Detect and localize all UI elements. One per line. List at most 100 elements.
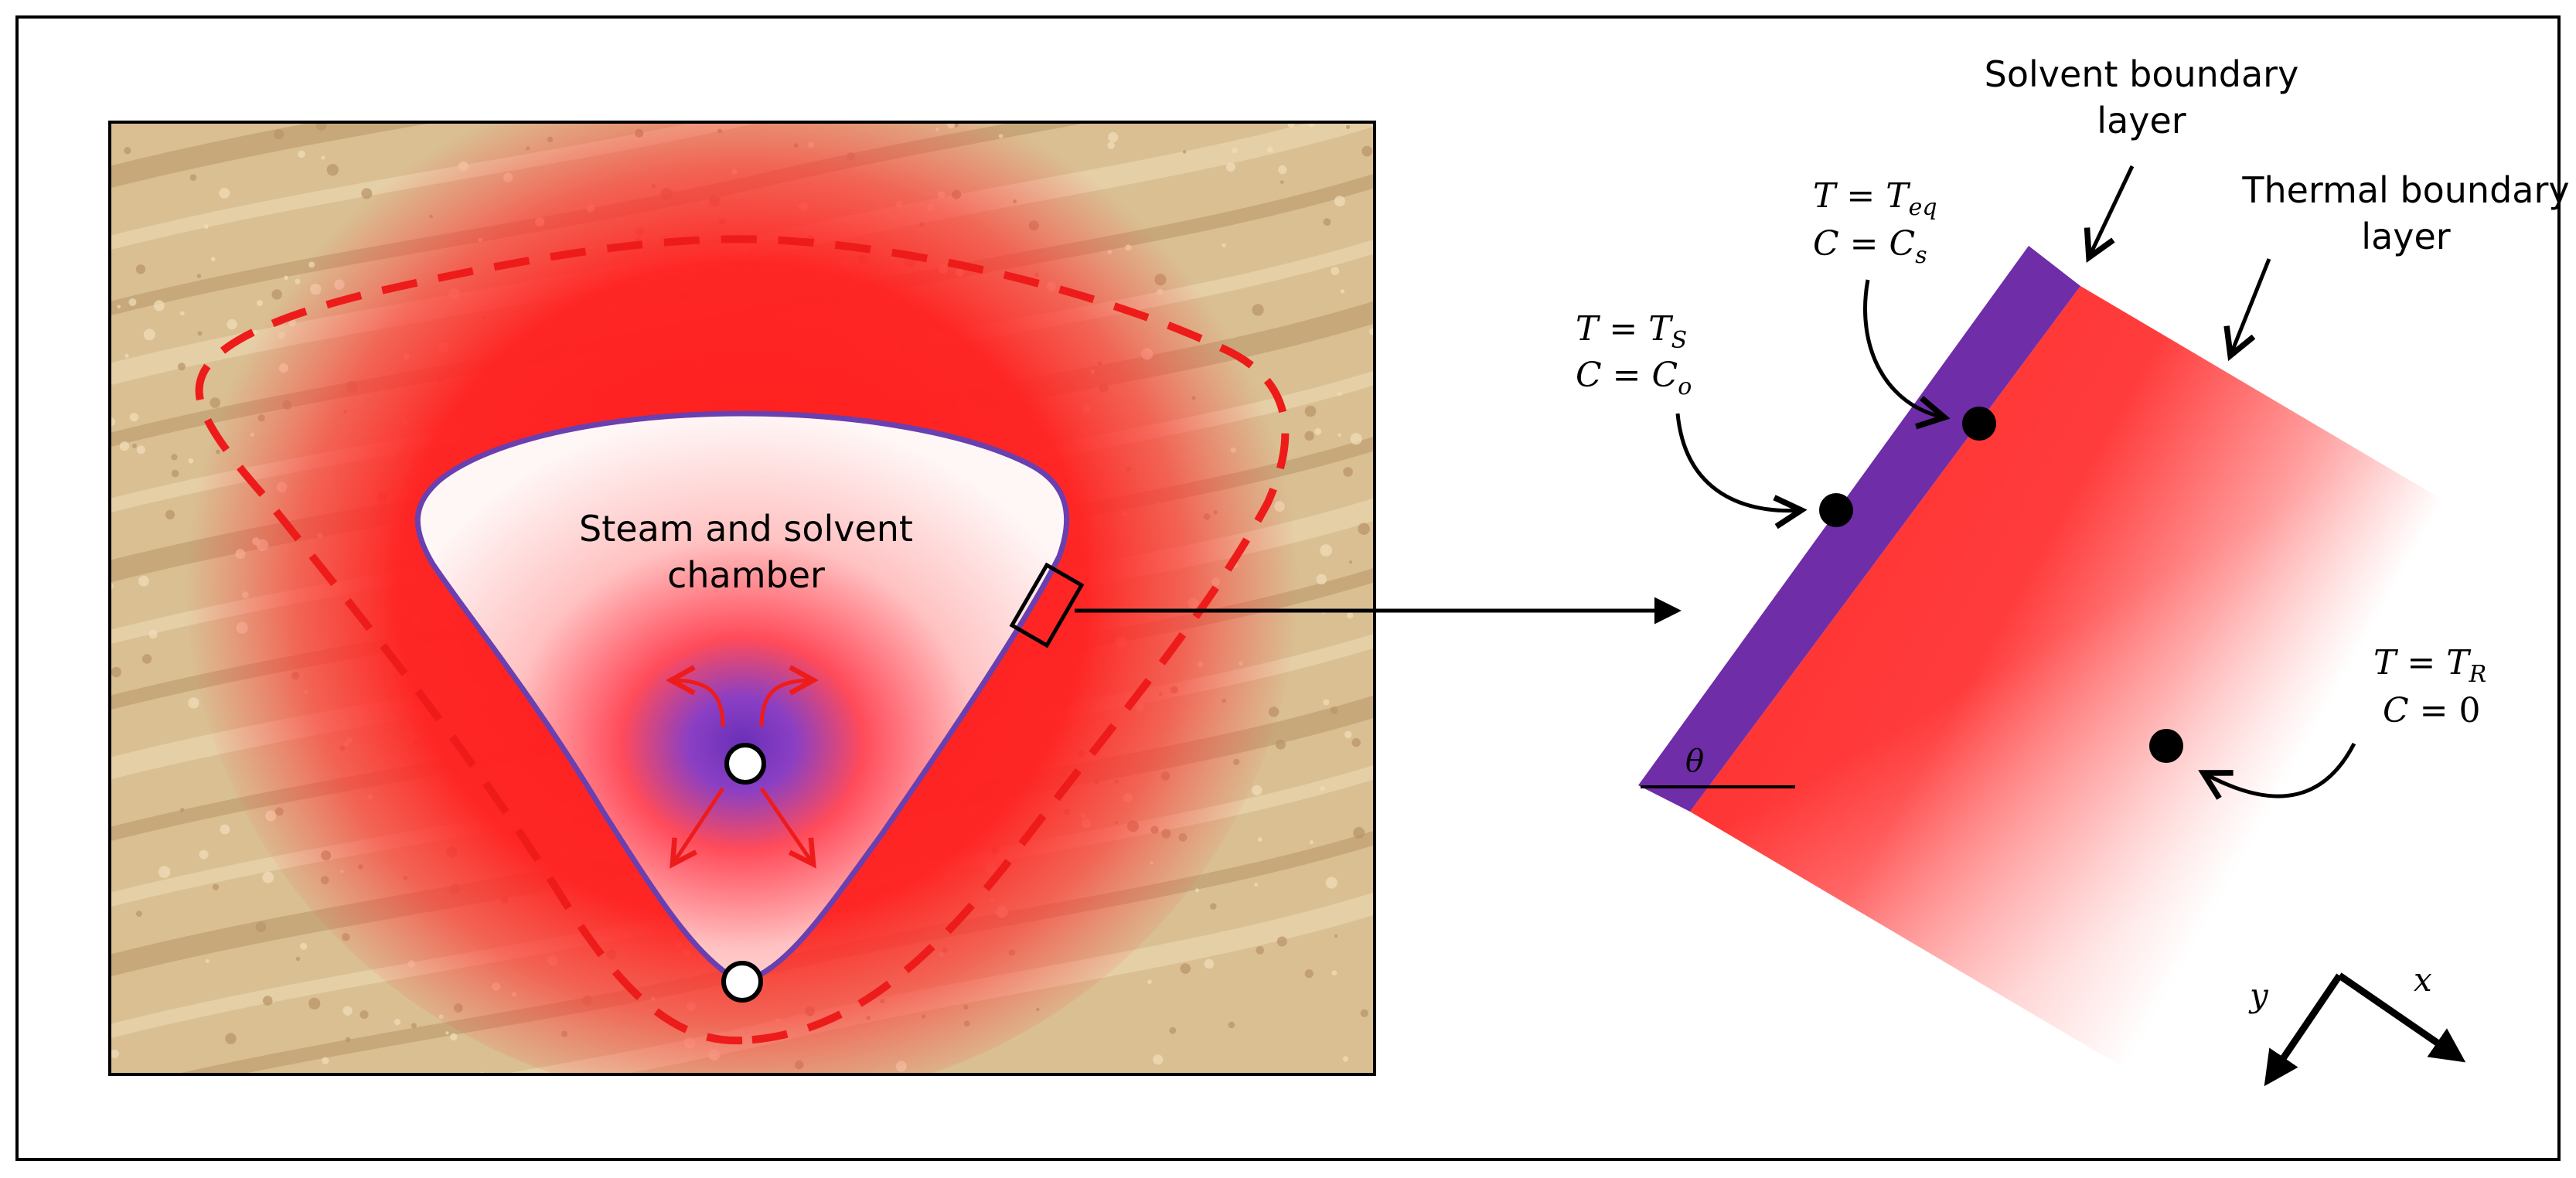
production-well (721, 961, 763, 1003)
sand-grain (1304, 405, 1317, 417)
sand-grain (1331, 970, 1337, 976)
sand-grain (143, 329, 155, 341)
point-ts-co (1819, 493, 1853, 527)
pointer-thermal-layer (2230, 258, 2271, 356)
solvent-boundary-label-line1: Solvent boundary (1985, 53, 2299, 95)
sand-grain (199, 849, 209, 860)
sand-grain (1222, 243, 1226, 247)
sand-grain (342, 1006, 353, 1016)
sand-grain (1320, 786, 1325, 792)
injection-well (724, 743, 766, 785)
sand-grain (315, 122, 327, 131)
sand-grain (1331, 267, 1340, 275)
sand-grain (171, 454, 178, 461)
sand-grain (1256, 946, 1264, 955)
equation-t-tr: T = TR (2373, 643, 2486, 688)
sand-grain (359, 1010, 369, 1020)
angle-theta-label: θ (1685, 744, 1704, 779)
thermal-boundary-label-line2: layer (2361, 216, 2450, 257)
sand-grain (203, 223, 209, 230)
sand-grain (1360, 1009, 1368, 1017)
sand-grain (128, 298, 137, 306)
sand-grain (188, 697, 199, 709)
sand-grain (1320, 544, 1333, 557)
sand-grain (1252, 785, 1262, 796)
sand-grain (1309, 840, 1314, 845)
chamber-label-line2: chamber (667, 554, 825, 596)
sand-grain (1254, 883, 1259, 887)
sand-grain (1316, 574, 1327, 585)
sand-grain (1304, 431, 1314, 441)
sand-grain (326, 164, 339, 176)
thermal-front-dashed-line (195, 235, 1290, 1045)
sand-grain (1252, 304, 1264, 316)
boundary-layer-detail: θ Solvent boundary layer Thermal boundar… (1576, 53, 2570, 1087)
sand-grain (129, 413, 139, 422)
sand-grain (220, 824, 230, 835)
sand-grain (132, 443, 137, 448)
sand-grain (308, 997, 321, 1009)
sand-grain (1337, 433, 1341, 437)
sand-grain (1330, 706, 1338, 714)
sand-grain (1204, 958, 1215, 969)
sand-grain (1346, 124, 1351, 129)
sand-grain (1232, 148, 1238, 154)
sand-grain (1343, 467, 1353, 477)
sand-grain (1350, 433, 1362, 445)
sand-grain (1108, 131, 1119, 143)
sand-grain (138, 575, 149, 587)
sand-grain (141, 654, 152, 664)
equation-t-ts: T = TS (1576, 309, 1687, 354)
sand-grain (212, 884, 220, 890)
flow-arrows (671, 680, 813, 864)
sand-grain (262, 996, 273, 1006)
sand-grain (177, 363, 186, 371)
sand-grain (1276, 739, 1286, 750)
sand-grain (1340, 289, 1345, 294)
sand-grain (225, 1033, 237, 1044)
pointer-solvent-layer (2089, 165, 2135, 257)
reservoir-border (108, 121, 1376, 1076)
sand-grain (1349, 560, 1353, 564)
flow-arrow-down-left (673, 787, 725, 864)
sand-grain (1147, 979, 1152, 985)
sand-grain (445, 1031, 449, 1035)
sand-grain (124, 353, 129, 358)
sand-grain (300, 942, 308, 950)
sand-stratum (110, 122, 437, 189)
reservoir-panel: Steam and solvent chamber (108, 121, 1376, 1076)
sand-grain (1353, 826, 1365, 839)
sand-grain (110, 1049, 119, 1059)
point-tr-c0 (2149, 729, 2183, 763)
solvent-boundary-label-line2: layer (2097, 100, 2186, 141)
sand-grain (137, 445, 145, 455)
sand-grain (148, 629, 158, 639)
thermal-fade-overlay (1690, 286, 2513, 1067)
point-teq-cs (1962, 407, 1996, 441)
pointer-teq-cs (1863, 279, 1944, 417)
equation-c-cs: C = Cs (1813, 224, 1927, 269)
sand-grain (411, 1023, 417, 1029)
chamber-label-line1: Steam and solvent (579, 508, 913, 550)
equation-c-co: C = Co (1576, 356, 1692, 400)
sand-grain (321, 155, 325, 160)
pointer-tr-c0 (2203, 742, 2356, 796)
sand-grain (188, 458, 194, 464)
sand-grain (219, 187, 230, 199)
sand-grain (1323, 699, 1330, 706)
sand-grain (1257, 837, 1262, 842)
sand-grain (1334, 196, 1345, 207)
sand-grain (1182, 150, 1187, 154)
sand-grain (1169, 1026, 1177, 1034)
sand-grain (322, 1057, 329, 1065)
flow-arrow-down-right (759, 787, 813, 864)
sand-grain (1107, 141, 1115, 149)
flow-arrow-up-left (671, 680, 725, 727)
equation-c-zero: C = 0 (2383, 691, 2481, 730)
coordinate-axes (2264, 972, 2466, 1087)
sand-grain (1323, 218, 1331, 226)
sand-grain (136, 911, 142, 917)
sand-grain (1210, 903, 1217, 910)
axis-y-label: y (2248, 976, 2269, 1014)
